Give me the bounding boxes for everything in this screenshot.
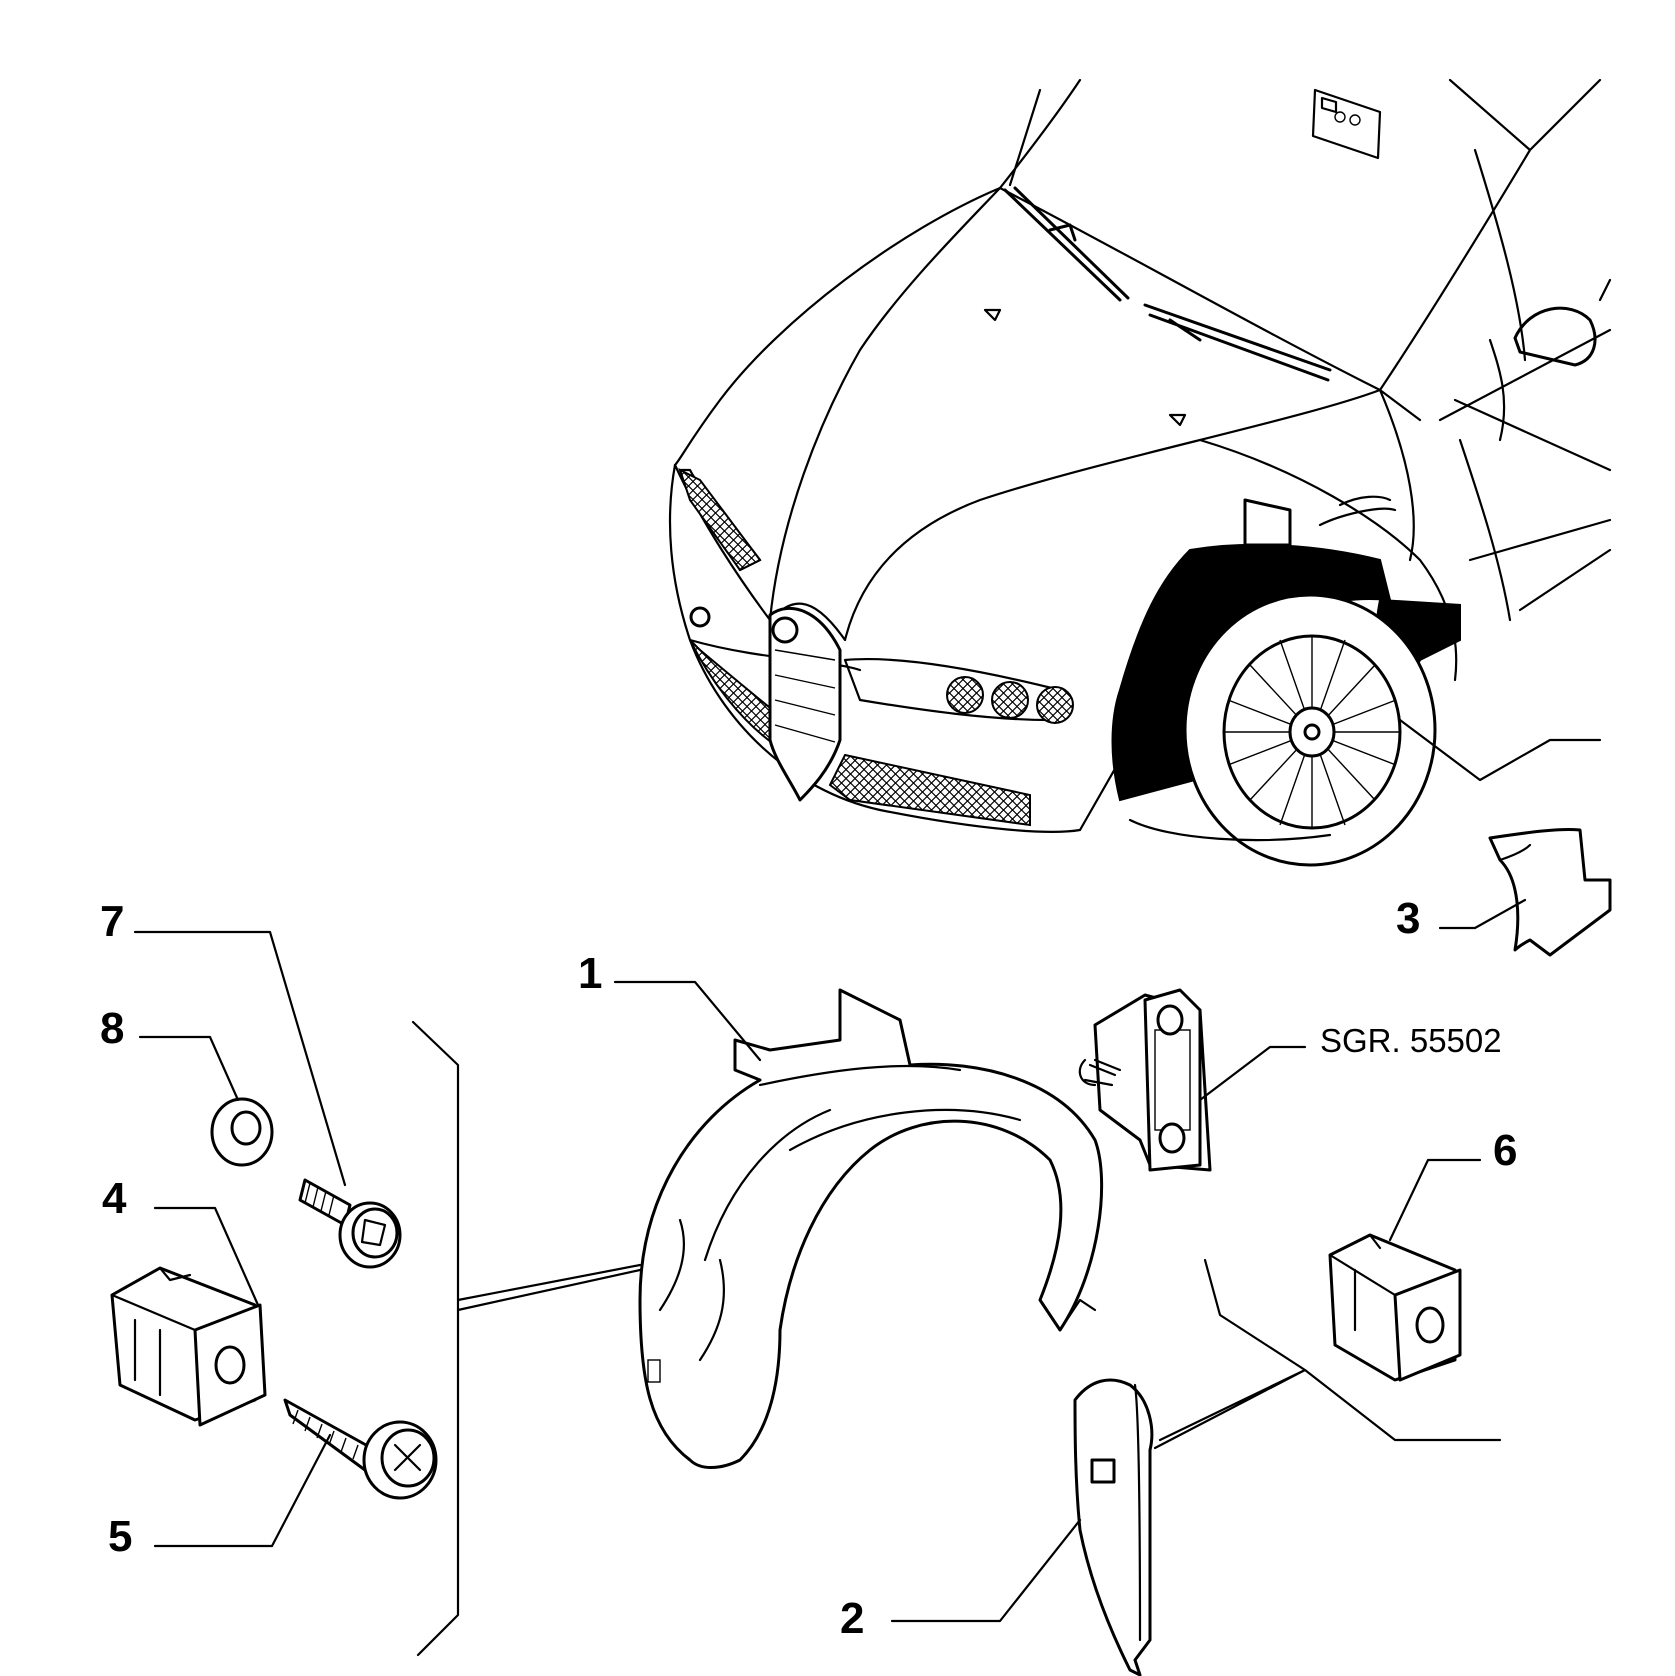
callout-4: 4 (102, 1174, 127, 1223)
part-5-screw (283, 1398, 438, 1500)
callout-1: 1 (578, 949, 602, 998)
panel-clip-slot (1090, 1458, 1116, 1484)
left-group-bracket (411, 1020, 642, 1657)
callout-3: 3 (1396, 894, 1420, 943)
leader-6 (1388, 1158, 1482, 1242)
part-3-fender-bracket (1488, 827, 1612, 957)
callout-8: 8 (100, 1004, 124, 1053)
lower-center-grille-mesh (828, 753, 1031, 827)
part-7-torx-bolt (298, 1178, 402, 1269)
part-2-splash-panel (1073, 1378, 1154, 1676)
badge-emblem (771, 616, 799, 644)
windscreen-outline (998, 78, 1602, 422)
part-6-clip-nut (1328, 1233, 1462, 1382)
part-4-clip-nut (110, 1266, 267, 1427)
leader-1 (613, 980, 762, 1062)
leader-5 (153, 1433, 332, 1548)
leader-7 (133, 930, 347, 1187)
callout-5: 5 (108, 1512, 132, 1561)
door-mirror (1513, 306, 1597, 367)
headlamp-3 (1036, 686, 1074, 724)
leader-2 (890, 1518, 1082, 1623)
callout-7: 7 (100, 897, 124, 946)
wiper-right (1143, 303, 1332, 382)
headlamp-1 (946, 676, 984, 714)
front-wheel (1183, 593, 1437, 867)
sgr-module-bracket (1078, 988, 1212, 1172)
interior-mirror (1311, 88, 1382, 160)
leader-3 (1438, 898, 1527, 930)
wiper-left (1003, 186, 1130, 302)
headlamp-2 (991, 681, 1029, 719)
car-front-illustration (668, 78, 1612, 867)
callout-6: 6 (1493, 1126, 1517, 1175)
upper-grille-mesh (678, 468, 762, 572)
leader-8 (138, 1035, 240, 1102)
right-group-bracket (1153, 1258, 1502, 1450)
bonnet-outline (673, 186, 1382, 642)
leader-4 (153, 1206, 260, 1307)
leader-sgr (1198, 1045, 1307, 1102)
shield-grille (768, 606, 842, 802)
reference-sgr: SGR. 55502 (1320, 1022, 1502, 1059)
callout-2: 2 (840, 1594, 864, 1643)
part-1-wheel-arch-liner (638, 988, 1104, 1469)
part-8-washer (210, 1097, 274, 1167)
liner-top-tab (1243, 498, 1292, 547)
